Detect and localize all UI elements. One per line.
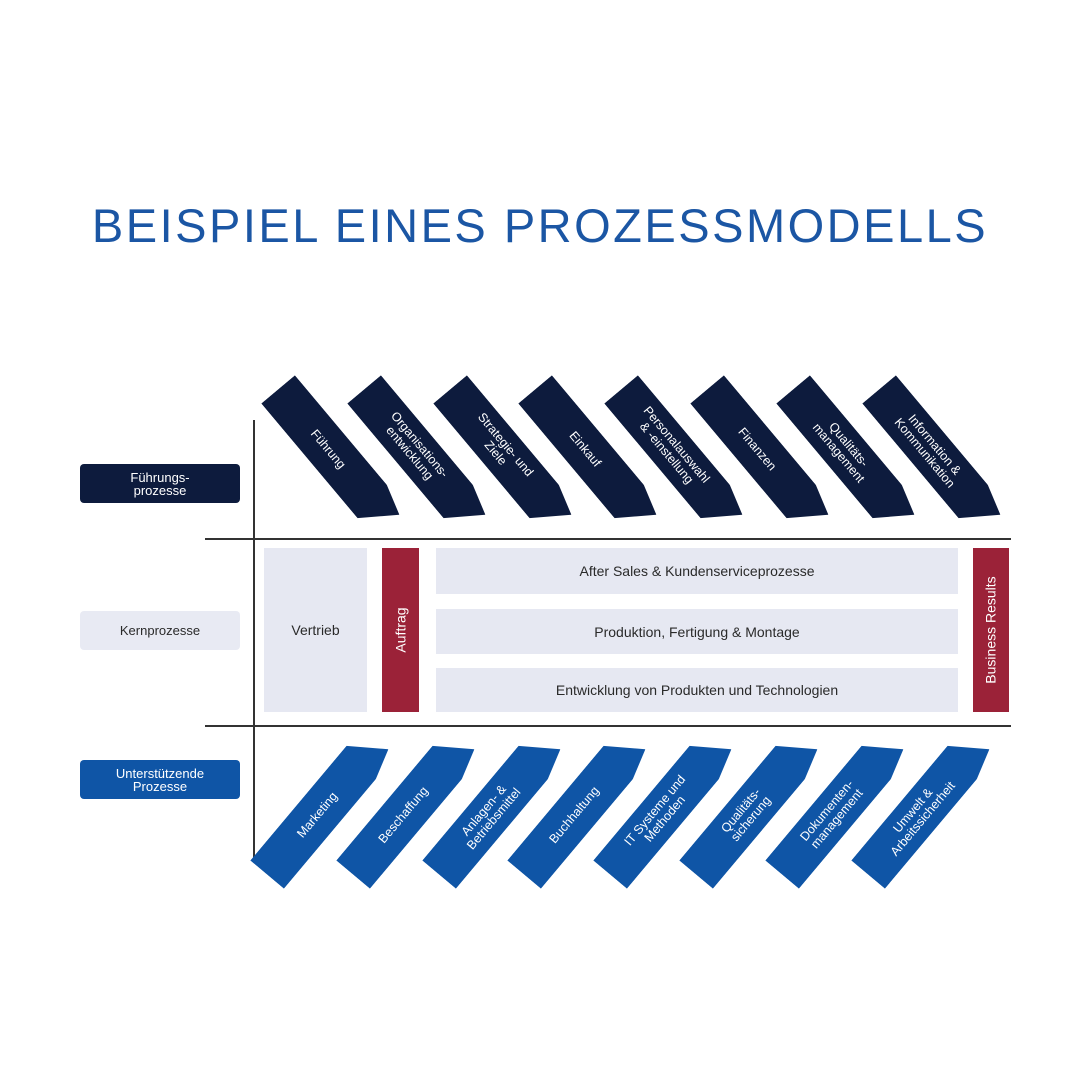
row-label: Entwicklung von Produkten und Technologi…	[555, 682, 839, 698]
page-title: BEISPIEL EINES PROZESSMODELLS	[91, 199, 989, 252]
box-auftrag: Auftrag	[382, 548, 419, 712]
label-kernprozesse: Kernprozesse	[80, 611, 240, 650]
business-results-label: Business Results	[983, 576, 1000, 684]
vertical-divider	[253, 420, 255, 860]
row-after-sales: After Sales & Kundenserviceprozesse	[436, 548, 958, 594]
label-fuehrungsprozesse: Führungs- prozesse	[80, 464, 240, 503]
box-business-results: Business Results	[973, 548, 1009, 712]
divider-bottom	[205, 725, 1011, 727]
vertrieb-label: Vertrieb	[291, 622, 340, 638]
label-unterstuetzende-prozesse: Unterstützende Prozesse	[80, 760, 240, 799]
auftrag-label: Auftrag	[392, 607, 409, 653]
row-produktion: Produktion, Fertigung & Montage	[436, 609, 958, 654]
row-label: Produktion, Fertigung & Montage	[594, 623, 800, 640]
divider-top	[205, 538, 1011, 540]
row-entwicklung: Entwicklung von Produkten und Technologi…	[436, 668, 958, 712]
row-label: After Sales & Kundenserviceprozesse	[579, 563, 815, 579]
box-vertrieb: Vertrieb	[264, 548, 367, 712]
